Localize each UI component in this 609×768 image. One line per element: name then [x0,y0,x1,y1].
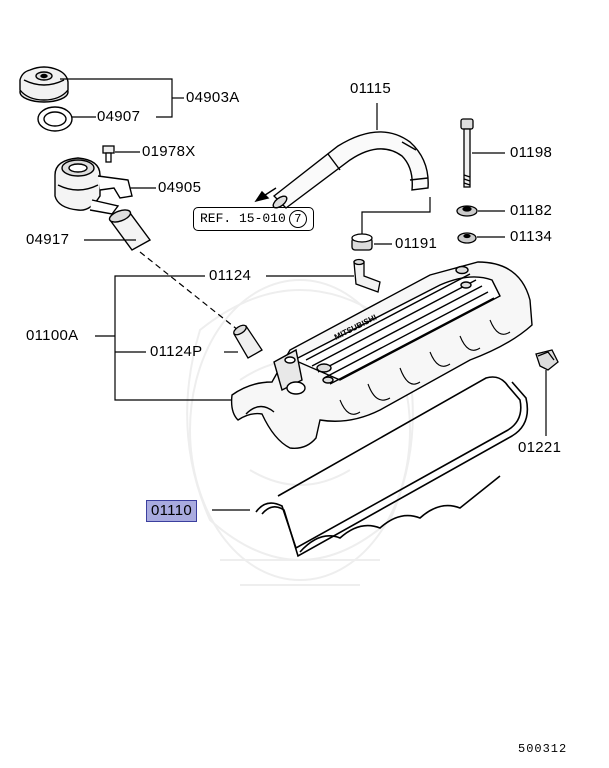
leader-bracket [95,275,354,401]
oil-filler-cap[interactable] [19,66,69,103]
leader-lines-cap [60,78,184,118]
part-label-01110-highlighted[interactable]: 01110 [146,500,197,522]
part-label-04917[interactable]: 04917 [26,231,70,248]
sealing-washer[interactable] [456,205,478,217]
diagram-code: 500312 [518,742,568,756]
cap-gasket[interactable] [37,106,73,132]
part-label-01100A[interactable]: 01100A [26,327,79,344]
reference-text: REF. 15-010 [200,211,286,226]
part-label-01115[interactable]: 01115 [350,80,391,97]
part-label-01124[interactable]: 01124 [209,267,252,284]
part-label-04905[interactable]: 04905 [158,179,202,196]
rocker-cover[interactable] [230,261,533,449]
rocker-cover-gasket[interactable] [255,376,529,558]
leader-04917 [84,239,239,331]
part-label-01198[interactable]: 01198 [510,144,553,161]
part-label-01191[interactable]: 01191 [395,235,438,252]
part-label-04903A[interactable]: 04903A [186,89,240,106]
part-label-01134[interactable]: 01134 [510,228,553,245]
part-label-01978X[interactable]: 01978X [142,143,196,160]
filler-neck[interactable] [54,157,133,215]
elbow-fitting[interactable] [353,258,381,293]
ref-arrow [254,187,277,203]
leader-hose-to-valve [361,197,431,234]
reference-circle-number: 7 [288,210,307,228]
long-bolt[interactable] [460,118,474,188]
pcv-hose[interactable] [271,131,429,210]
part-label-04907[interactable]: 04907 [97,108,141,125]
part-label-01124P[interactable]: 01124P [150,343,203,360]
part-label-01221[interactable]: 01221 [518,439,562,456]
grommet[interactable] [457,232,477,244]
rubber-plug[interactable] [535,349,559,371]
cap-plug[interactable] [232,323,263,359]
pcv-valve[interactable] [351,233,373,251]
small-bolt[interactable] [102,145,115,163]
short-hose[interactable] [108,208,152,251]
part-label-01182[interactable]: 01182 [510,202,553,219]
